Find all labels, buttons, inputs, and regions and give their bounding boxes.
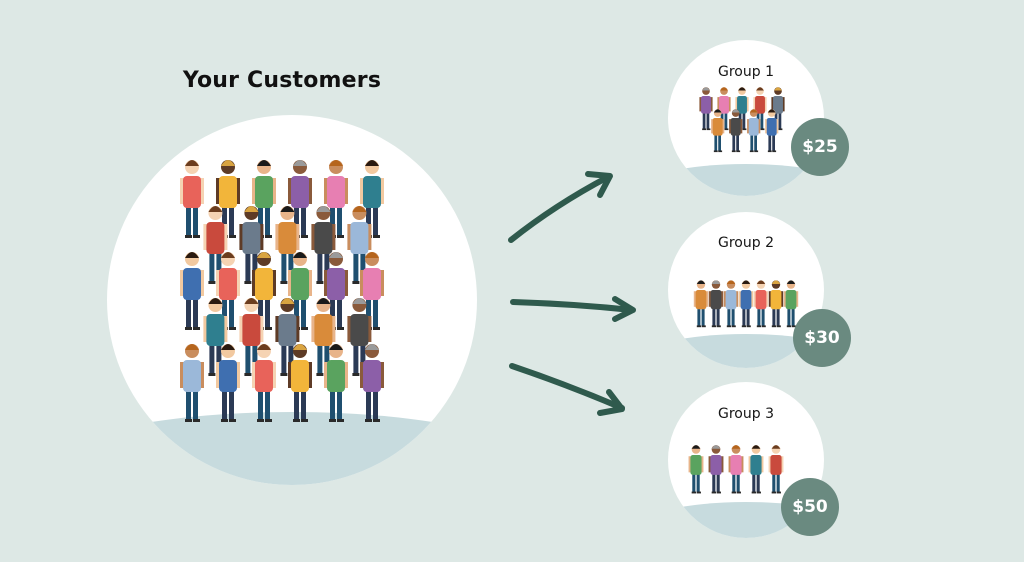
person-figure (688, 445, 704, 494)
person-figure (180, 160, 204, 238)
person-figure (288, 344, 312, 422)
ground-shadow (107, 412, 477, 485)
person-figure (324, 160, 348, 238)
person-figure (360, 160, 384, 238)
crowd-illustration (180, 160, 384, 422)
arrow-to-group-1 (508, 171, 613, 243)
group-2-price-badge: $30 (793, 309, 851, 367)
person-figure (699, 87, 713, 131)
person-figure (747, 109, 761, 153)
person-figure (311, 298, 336, 376)
person-figure (723, 280, 739, 328)
person-figure (768, 280, 784, 328)
person-figure (311, 206, 336, 284)
person-figure (275, 206, 300, 284)
person-figure (693, 280, 709, 328)
person-figure (252, 252, 276, 330)
person-figure (324, 344, 348, 422)
group-3-title: Group 3 (718, 406, 774, 422)
person-figure (783, 280, 799, 328)
person-figure (360, 344, 384, 422)
person-figure (216, 344, 240, 422)
person-figure (711, 109, 725, 153)
person-figure (360, 252, 384, 330)
person-figure (239, 206, 264, 284)
group-2-people (693, 280, 799, 328)
customers-circle (107, 115, 477, 485)
person-figure (347, 206, 372, 284)
person-figure (288, 252, 312, 330)
person-figure (347, 298, 372, 376)
person-figure (239, 298, 264, 376)
person-figure (768, 445, 784, 494)
person-figure (180, 344, 204, 422)
person-figure (203, 206, 228, 284)
arrow-to-group-2 (510, 296, 636, 322)
group-1-people (699, 87, 785, 153)
person-figure (708, 280, 724, 328)
arrow-to-group-3 (509, 363, 625, 416)
person-figure (708, 445, 724, 494)
group-1-price-badge: $25 (791, 118, 849, 176)
person-figure (753, 280, 769, 328)
person-figure (738, 280, 754, 328)
person-figure (180, 252, 204, 330)
person-figure (765, 109, 779, 153)
person-figure (748, 445, 764, 494)
person-figure (203, 298, 228, 376)
group-3-price-badge: $50 (781, 478, 839, 536)
person-figure (252, 344, 276, 422)
person-figure (729, 109, 743, 153)
person-figure (275, 298, 300, 376)
person-figure (728, 445, 744, 494)
customers-title: Your Customers (182, 68, 382, 93)
person-figure (216, 160, 240, 238)
group-2-title: Group 2 (718, 235, 774, 251)
group-3-people (688, 445, 784, 494)
group-1-title: Group 1 (718, 64, 774, 80)
